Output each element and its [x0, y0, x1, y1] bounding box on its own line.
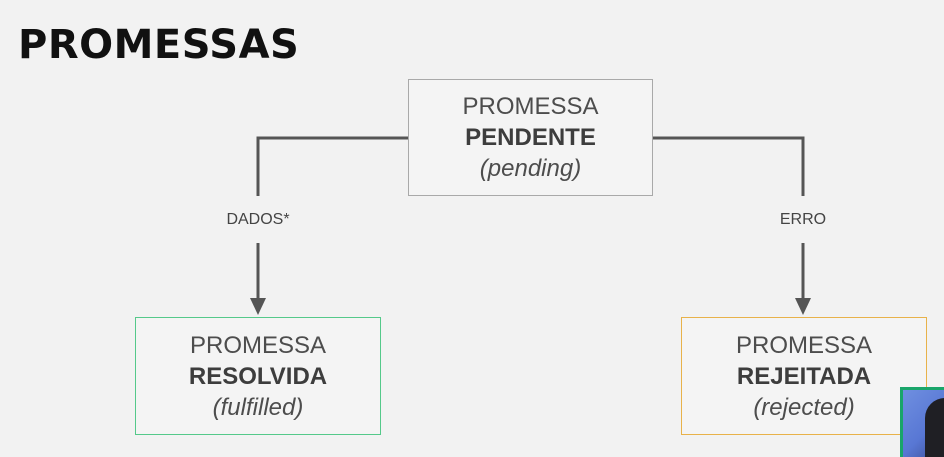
state-box-fulfilled: PROMESSA RESOLVIDA (fulfilled) — [135, 317, 381, 435]
state-box-rejected: PROMESSA REJEITADA (rejected) — [681, 317, 927, 435]
edge-label-dados: DADOS* — [224, 210, 292, 230]
state-fulfilled-name: RESOLVIDA — [188, 362, 328, 390]
connector-to-fulfilled-upper — [256, 136, 408, 196]
page-title: PROMESSAS — [18, 22, 300, 68]
state-pending-name: PENDENTE — [465, 124, 596, 151]
presenter-video-thumbnail — [900, 387, 944, 457]
state-pending-line1: PROMESSA — [462, 93, 599, 120]
arrowhead-to-rejected — [795, 298, 811, 315]
state-pending-english: (pending) — [479, 155, 582, 182]
state-rejected-english: (rejected) — [753, 393, 855, 421]
presenter-silhouette — [925, 398, 944, 457]
state-fulfilled-english: (fulfilled) — [212, 393, 304, 421]
state-rejected-name: REJEITADA — [736, 362, 872, 390]
state-rejected-line1: PROMESSA — [735, 331, 873, 359]
arrowhead-to-fulfilled — [250, 298, 266, 315]
state-fulfilled-line1: PROMESSA — [189, 331, 327, 359]
connector-to-rejected-upper — [653, 136, 805, 196]
state-box-pending: PROMESSA PENDENTE (pending) — [408, 79, 653, 196]
edge-label-erro: ERRO — [777, 210, 829, 230]
